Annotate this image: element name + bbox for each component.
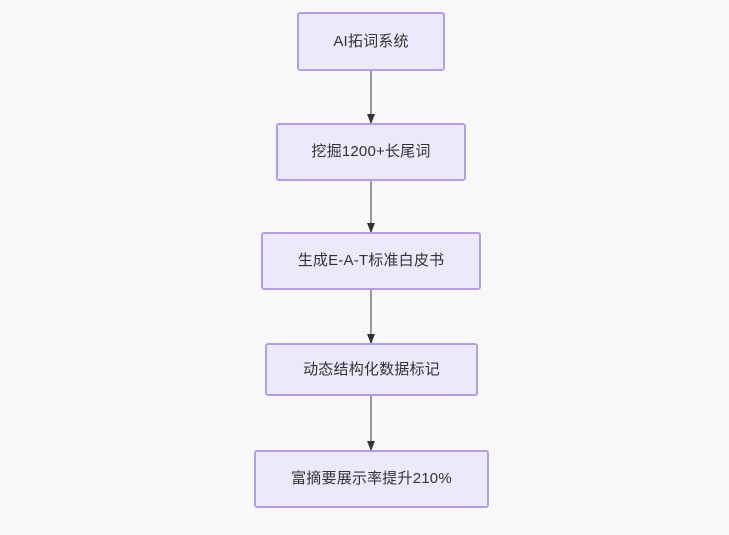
flow-node-generate-eat-whitepaper[interactable]: 生成E-A-T标准白皮书 (261, 232, 481, 290)
flow-node-label: AI拓词系统 (333, 32, 409, 50)
flow-node-rich-snippet-impression-uplift[interactable]: 富摘要展示率提升210% (254, 450, 489, 508)
flow-node-label: 生成E-A-T标准白皮书 (297, 252, 445, 269)
flow-node-label: 挖掘1200+长尾词 (311, 143, 431, 160)
flow-node-label: 富摘要展示率提升210% (291, 470, 452, 487)
flow-node-ai-keyword-system[interactable]: AI拓词系统 (297, 12, 445, 71)
flow-node-dynamic-structured-data-markup[interactable]: 动态结构化数据标记 (265, 343, 478, 396)
flow-node-mine-longtail-keywords[interactable]: 挖掘1200+长尾词 (276, 123, 466, 181)
flow-node-label: 动态结构化数据标记 (303, 360, 440, 378)
